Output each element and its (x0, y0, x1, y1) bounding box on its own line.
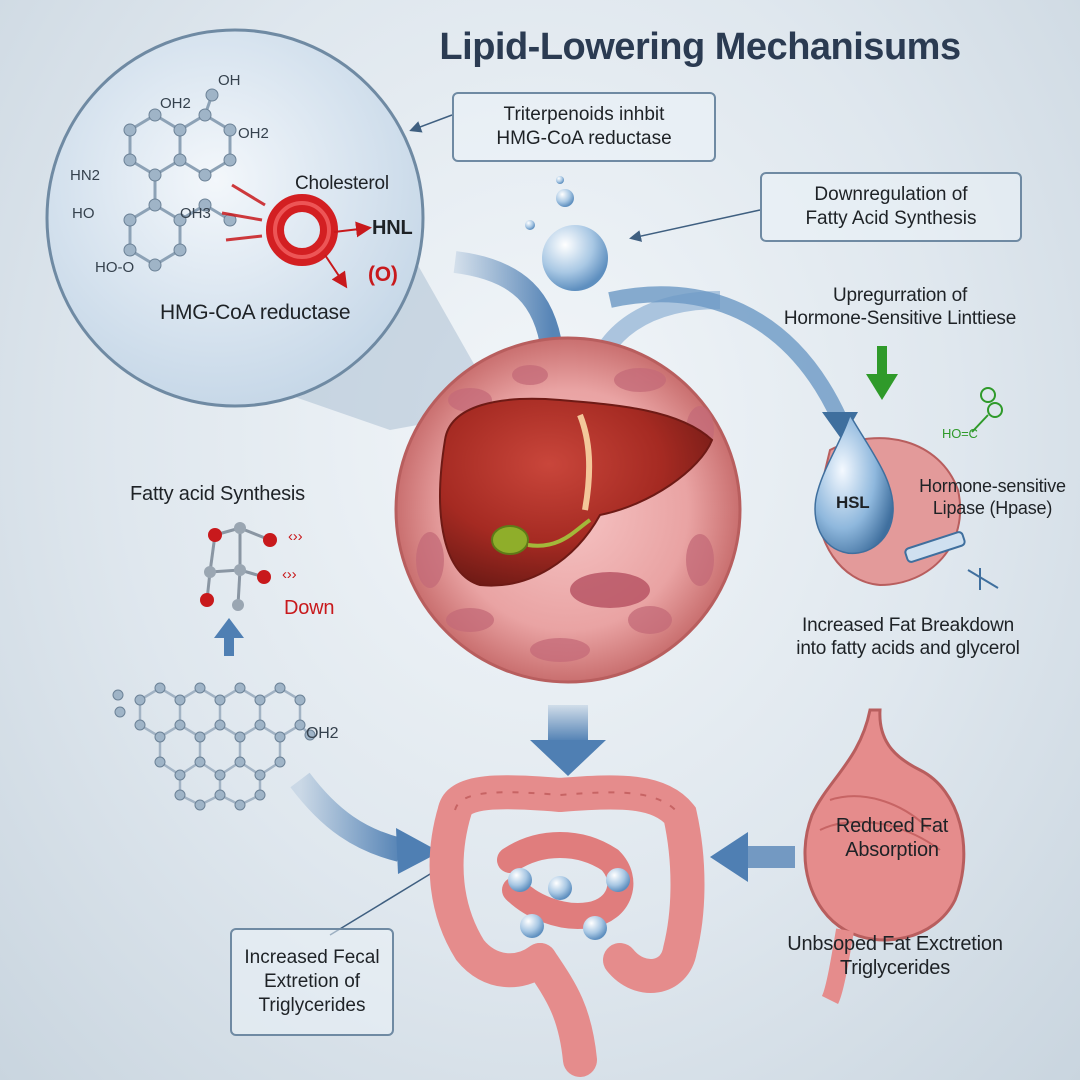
triterpenoid-atoms (112, 682, 316, 811)
callout-triterpenoids: Triterpenoids inhbit HMG-CoA reductase (452, 92, 716, 162)
intestine (429, 775, 705, 1077)
hsl-name-label: Hormone-sensitive Lipase (Hpase) (905, 476, 1080, 520)
excretion-line2: Triglycerides (839, 957, 951, 980)
inset-cholesterol-label: Cholesterol (295, 173, 389, 194)
atom (274, 731, 286, 743)
callout-downregulation-line2: Fatty Acid Synthesis (805, 208, 977, 229)
atom (254, 789, 266, 801)
molecule-group-label: OH2 (306, 725, 339, 742)
inset-group-ho: HO (72, 205, 95, 222)
atom (194, 756, 206, 768)
atom (214, 719, 226, 731)
atom (174, 719, 186, 731)
callout-triterpenoids-line2: HMG-CoA reductase (496, 128, 672, 149)
inset-group-hn2: HN2 (70, 167, 100, 184)
callout-triterpenoids-line1: Triterpenoids inhbit (503, 104, 665, 126)
atom (234, 731, 246, 743)
atom (194, 731, 206, 743)
stomach-label-line1: Reduced Fat (835, 815, 949, 837)
inset-o-label: (O) (368, 263, 398, 286)
hsl-name-line1: Hormone-sensitive (919, 476, 1066, 496)
callout-upregulation: Upregurration of Hormone-Sensitive Lintt… (740, 284, 1060, 330)
callout-upregulation-line1: Upregurration of (832, 285, 968, 306)
inset-group-oh2-top: OH2 (160, 95, 191, 112)
lipid-sphere (542, 225, 608, 291)
callout-fecal-line1: Increased Fecal (244, 947, 380, 969)
left-curved-arrow (290, 772, 404, 862)
atom (134, 694, 146, 706)
callout-downregulation-line1: Downregulation of (814, 184, 968, 206)
triterpenoid-molecule (138, 686, 311, 807)
inset-group-oh3: OH3 (180, 205, 211, 222)
stomach-label-line2: Absorption (845, 839, 939, 862)
atom (214, 694, 226, 706)
inset-group-oh: OH (218, 72, 241, 89)
atom (112, 689, 124, 701)
callout-fecal-line3: Triglycerides (258, 994, 366, 1016)
atom (114, 706, 126, 718)
excretion-line1: Unbsoped Fat Exctretion (787, 933, 1003, 955)
atom (134, 719, 146, 731)
fatty-acid-down-label: Down (284, 597, 335, 619)
hsl-droplet (814, 413, 894, 555)
hsl-droplet-label: HSL (836, 493, 870, 512)
atom (154, 731, 166, 743)
curved-arrow-left (453, 251, 563, 352)
inset-group-oh2-right: OH2 (238, 125, 269, 142)
atom (234, 799, 246, 811)
callout-upregulation-line2: Hormone-Sensitive Linttiese (783, 308, 1017, 330)
atom (234, 756, 246, 768)
atom (254, 719, 266, 731)
fatty-acid-marker-1: ‹›› (288, 528, 303, 545)
callout-downregulation: Downregulation of Fatty Acid Synthesis (760, 172, 1022, 242)
page-title: Lipid-Lowering Mechanisums (439, 26, 961, 68)
fatty-acid-title: Fatty acid Synthesis (130, 483, 305, 505)
stomach-label: Reduced Fat Absorption (822, 814, 962, 863)
fatty-acid-marker-2: ‹›› (282, 566, 297, 583)
gallbladder (491, 525, 529, 555)
callout-fecal: Increased Fecal Extretion of Triglycerid… (230, 928, 394, 1036)
atom (274, 756, 286, 768)
inset-group-ho-o: HO-O (95, 259, 134, 276)
atom (214, 789, 226, 801)
hsl-ho-label: HO=C (942, 426, 978, 441)
atom (214, 769, 226, 781)
hsl-enzyme (904, 531, 966, 563)
atom (234, 682, 246, 694)
atom (254, 769, 266, 781)
breakdown-line2: into fatty acids and glycerol (796, 638, 1020, 660)
fat-droplets (508, 868, 630, 940)
inset-atoms (123, 88, 237, 272)
atom (294, 719, 306, 731)
atom (194, 682, 206, 694)
callout-fecal-line2: Extretion of (263, 971, 361, 993)
excretion-label: Unbsoped Fat Exctretion Triglycerides (755, 932, 1035, 981)
breakdown-label: Increased Fat Breakdown into fatty acids… (768, 614, 1048, 660)
atom (254, 694, 266, 706)
atom (154, 756, 166, 768)
stomach (803, 708, 966, 1005)
inset-hnl-label: HNL (372, 217, 413, 239)
inset-enzyme-label: HMG-CoA reductase (160, 301, 351, 324)
atom (294, 694, 306, 706)
breakdown-line1: Increased Fat Breakdown (802, 615, 1014, 636)
atom (274, 682, 286, 694)
curved-arrow-right (608, 286, 848, 424)
atom (174, 694, 186, 706)
atom (154, 682, 166, 694)
hsl-name-line2: Lipase (Hpase) (932, 497, 1053, 518)
atom (304, 729, 316, 741)
atom (174, 769, 186, 781)
atom (194, 799, 206, 811)
cell-organelles (416, 365, 714, 662)
atom (174, 789, 186, 801)
